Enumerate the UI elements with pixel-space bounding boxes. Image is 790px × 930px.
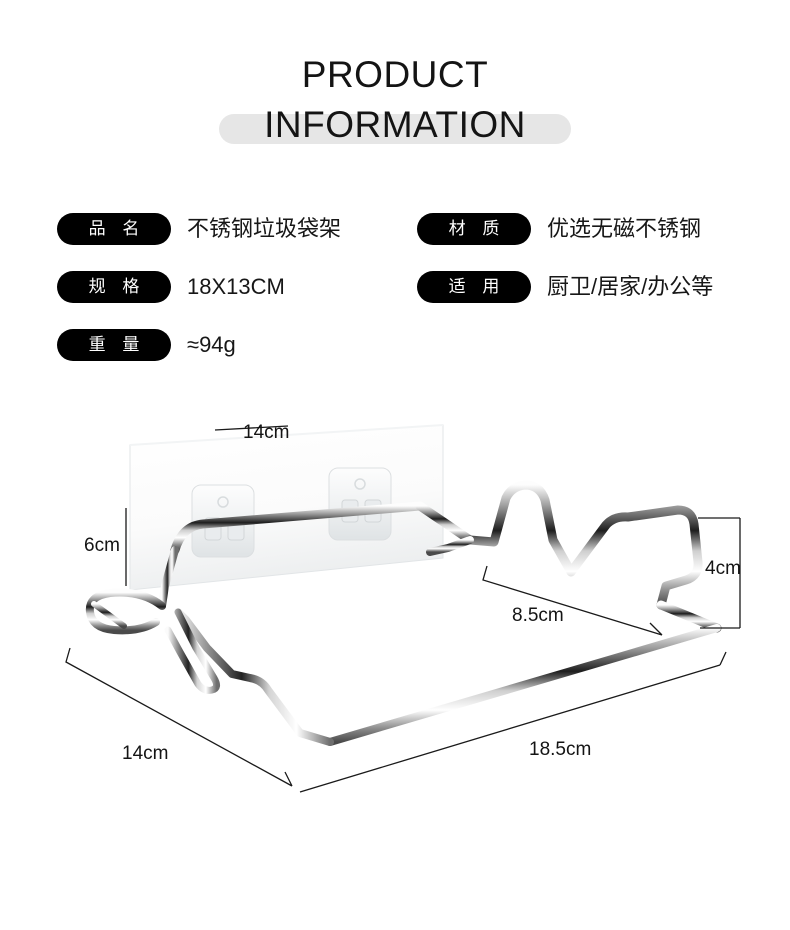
spec-label-size: 规 格 — [57, 271, 171, 303]
dimension-label-hook-height: 4cm — [705, 558, 741, 579]
dimension-label-depth: 14cm — [122, 743, 169, 764]
dim-line-length — [299, 651, 727, 793]
spec-row-weight: 重 量 ≈94g — [57, 316, 407, 374]
title-highlight-pill — [219, 114, 571, 144]
spec-label-product-name: 品 名 — [57, 213, 171, 245]
spec-label-weight: 重 量 — [57, 329, 171, 361]
dimension-label-top-width: 14cm — [243, 422, 290, 443]
dim-line-hook-height — [698, 517, 741, 629]
dimension-label-hook-span: 8.5cm — [512, 605, 564, 626]
dimension-lines — [65, 425, 741, 793]
spec-label-application: 适 用 — [417, 271, 531, 303]
dim-line-hook-span — [482, 565, 663, 636]
page-title-line2-wrapper: INFORMATION — [0, 100, 790, 150]
spec-value-size: 18X13CM — [187, 274, 285, 299]
spec-row-application: 适 用 厨卫/居家/办公等 — [417, 258, 767, 316]
chrome-wire-frame — [85, 480, 722, 746]
product-illustration — [65, 424, 741, 793]
spec-label-material: 材 质 — [417, 213, 531, 245]
adhesive-clip-right — [328, 467, 392, 541]
spec-row-size: 规 格 18X13CM — [57, 258, 407, 316]
spec-value-material: 优选无磁不锈钢 — [547, 216, 702, 241]
page-title: PRODUCT INFORMATION — [0, 52, 790, 150]
dim-line-top-width — [214, 425, 289, 431]
dim-line-depth — [65, 647, 293, 787]
dimension-label-panel-height: 6cm — [84, 535, 120, 556]
page-title-line1: PRODUCT — [301, 54, 489, 95]
product-photo — [0, 390, 790, 820]
spec-value-product-name: 不锈钢垃圾袋架 — [187, 216, 342, 241]
spec-value-weight: ≈94g — [187, 332, 236, 357]
spec-column-right: 材 质 优选无磁不锈钢 适 用 厨卫/居家/办公等 — [417, 200, 767, 316]
spec-row-product-name: 品 名 不锈钢垃圾袋架 — [57, 200, 407, 258]
spec-value-application: 厨卫/居家/办公等 — [547, 274, 714, 299]
spec-column-left: 品 名 不锈钢垃圾袋架 规 格 18X13CM 重 量 ≈94g — [57, 200, 407, 374]
spec-row-material: 材 质 优选无磁不锈钢 — [417, 200, 767, 258]
dimension-label-length: 18.5cm — [529, 739, 592, 760]
page-title-line2: INFORMATION — [264, 104, 526, 145]
